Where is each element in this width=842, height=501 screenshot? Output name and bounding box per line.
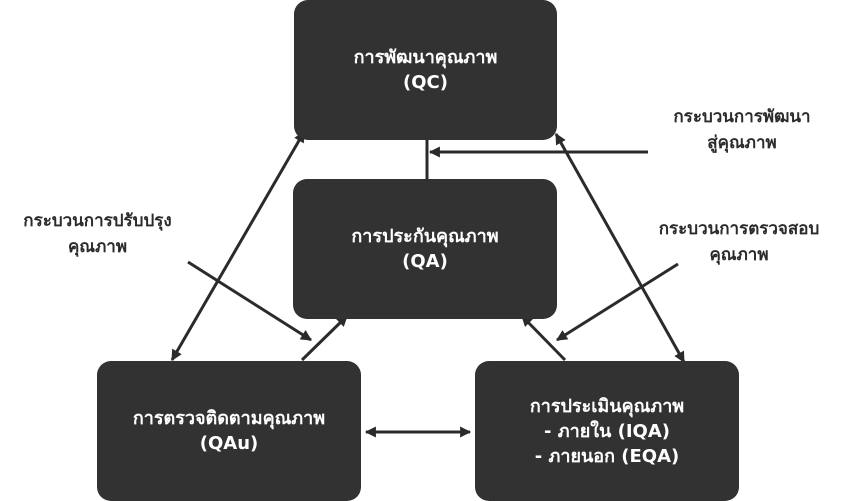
audit-arrow	[556, 262, 679, 342]
evaluation-internal: - ภายใน (IQA)	[544, 420, 670, 442]
qc-box: การพัฒนาคุณภาพ (QC)	[294, 0, 557, 140]
improvement-label-line1: กระบวนการปรับปรุง	[23, 211, 172, 231]
evaluation-external: - ภายนอก (EQA)	[534, 445, 680, 467]
development-process-label: กระบวนการพัฒนา สู่คุณภาพ	[642, 104, 842, 156]
audit-process-label: กระบวนการตรวจสอบ คุณภาพ	[636, 216, 842, 268]
improvement-arrow	[187, 260, 312, 342]
qau-qc-arrow	[170, 131, 306, 361]
qau-abbreviation: (QAu)	[199, 433, 259, 454]
development-label-line2: สู่คุณภาพ	[707, 133, 777, 153]
improvement-process-label: กระบวนการปรับปรุง คุณภาพ	[0, 208, 195, 260]
evaluation-title: การประเมินคุณภาพ	[529, 395, 685, 417]
qa-title: การประกันคุณภาพ	[351, 226, 499, 247]
evaluation-box: การประเมินคุณภาพ - ภายใน (IQA) - ภายนอก …	[475, 361, 739, 501]
qau-title: การตรวจติดตามคุณภาพ	[132, 408, 326, 429]
qau-qa-arrow	[300, 314, 349, 362]
qc-eval-arrow	[554, 133, 686, 363]
qc-abbreviation: (QC)	[403, 72, 448, 93]
qa-abbreviation: (QA)	[402, 251, 448, 272]
qc-title: การพัฒนาคุณภาพ	[353, 47, 498, 68]
improvement-label-line2: คุณภาพ	[67, 237, 128, 257]
qau-box: การตรวจติดตามคุณภาพ (QAu)	[97, 361, 361, 501]
audit-label-line2: คุณภาพ	[709, 245, 769, 265]
qa-box: การประกันคุณภาพ (QA)	[293, 179, 557, 319]
eval-qa-arrow	[520, 314, 567, 362]
audit-label-line1: กระบวนการตรวจสอบ	[658, 219, 820, 239]
development-label-line1: กระบวนการพัฒนา	[673, 107, 811, 127]
